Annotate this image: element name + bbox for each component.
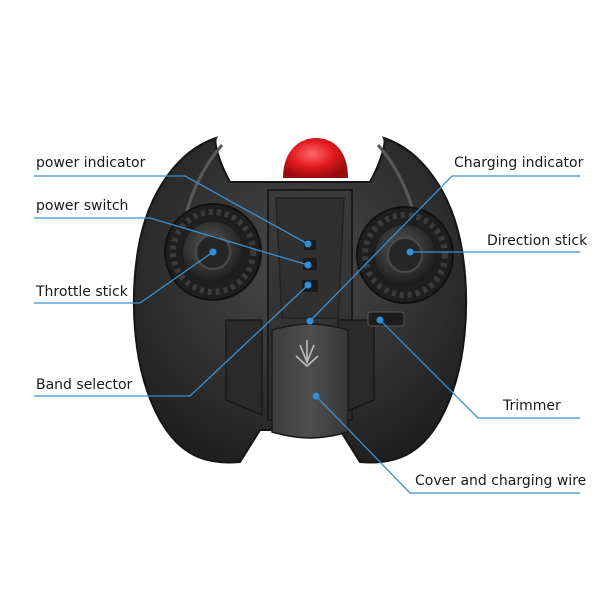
label-band-selector: Band selector [36, 377, 133, 393]
callout-trimmer [379, 319, 580, 419]
label-power-indicator: power indicator [36, 155, 146, 171]
dot-charging-indicator [306, 317, 314, 325]
dot-throttle-stick [209, 248, 217, 256]
label-cover-and-charging-wire: Cover and charging wire [415, 473, 587, 489]
label-trimmer: Trimmer [503, 398, 561, 414]
dot-trimmer [376, 316, 384, 324]
callout-charging-indicator [309, 175, 580, 322]
dot-band-selector [304, 281, 312, 289]
label-throttle-stick: Throttle stick [36, 284, 128, 300]
dot-cover [312, 392, 320, 400]
label-direction-stick: Direction stick [487, 233, 588, 249]
callout-power-switch [34, 217, 309, 266]
direction-stick [356, 206, 454, 304]
callout-power-indicator [34, 175, 309, 245]
callout-dots [209, 240, 414, 400]
callout-lines [34, 175, 580, 494]
logo-mark [295, 340, 319, 368]
dot-power-indicator [304, 240, 312, 248]
left-lower-groove [225, 319, 263, 417]
trimmer-button [367, 311, 405, 327]
callout-band-selector [34, 284, 309, 397]
callout-throttle-stick [34, 251, 214, 304]
dot-direction-stick [406, 248, 414, 256]
label-charging-indicator: Charging indicator [454, 155, 584, 171]
battery-cover [271, 323, 349, 439]
label-power-switch: power switch [36, 198, 129, 214]
dot-power-switch [304, 261, 312, 269]
callout-cover [315, 395, 580, 494]
antenna-light [283, 138, 348, 178]
